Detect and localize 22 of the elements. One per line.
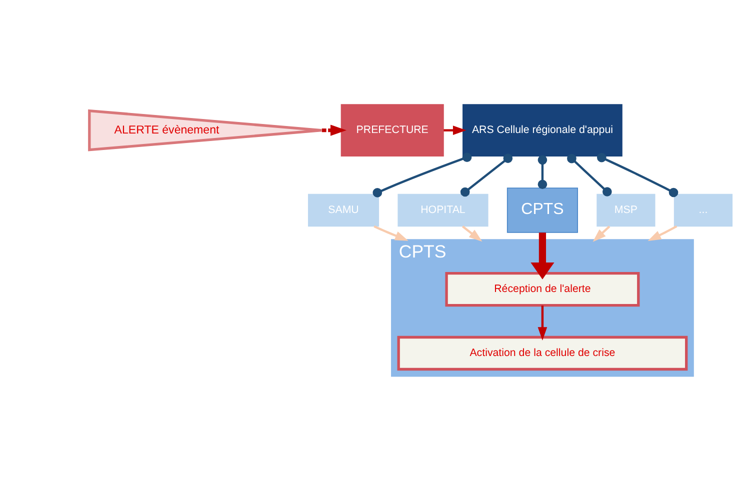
arrow [592,226,610,242]
arrow [322,124,347,136]
connector [538,155,548,190]
node-box: ARS Cellule régionale d'appui [462,104,622,157]
arrow [648,225,678,242]
node-box: SAMU [308,194,380,227]
arrow [538,306,548,341]
connector [372,152,472,198]
node-box: MSP [596,194,656,227]
arrow [530,232,554,280]
node-box: Activation de la cellule de crise [397,336,688,371]
node-box: PREFECTURE [340,104,444,157]
arrow [444,126,466,135]
node-box: Réception de l'alerte [445,272,640,307]
node-box: ... [674,194,733,227]
node-box: CPTS [506,188,578,233]
connector [596,152,678,198]
node-box: HOPITAL [398,194,488,227]
arrow [374,225,408,241]
connector [460,154,513,197]
arrow [462,226,482,242]
connector [567,154,612,196]
